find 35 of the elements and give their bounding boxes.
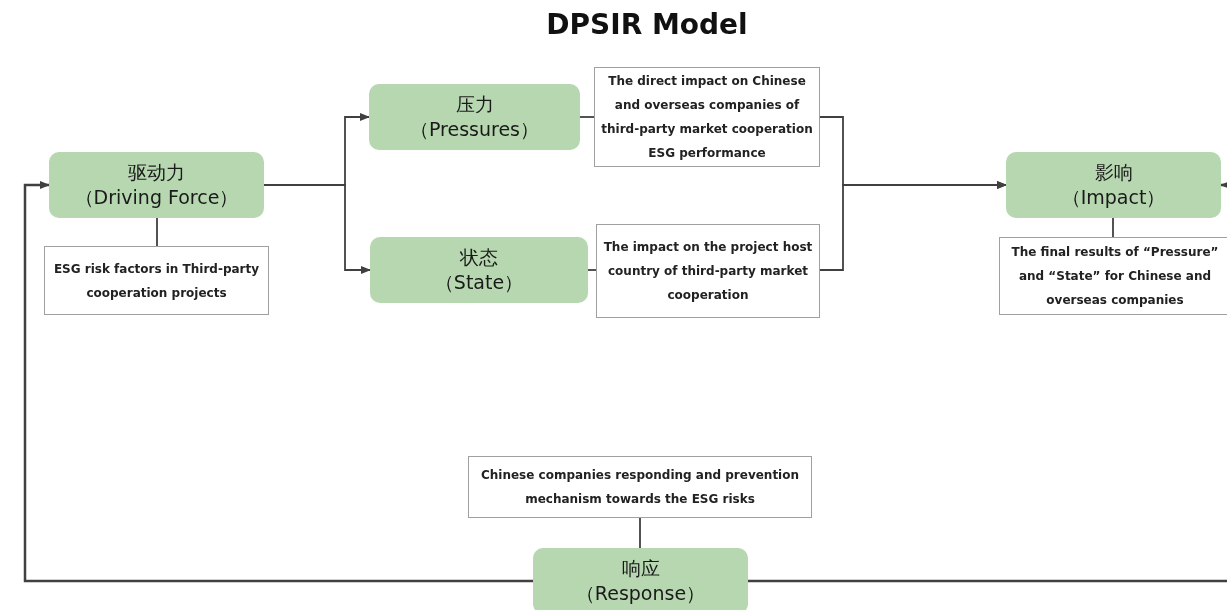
description-box [44,246,269,315]
description-text: The impact on the project host country of third-party market cooperation [603,239,813,304]
box-title: 压力 [455,92,494,117]
arrow [263,184,371,274]
box-subtitle: （Impact） [1061,185,1166,210]
box-title: 状态 [460,245,498,270]
description-box [594,67,820,167]
process-box [49,152,264,218]
description-text: The direct impact on Chinese and overseas companies of third-party market cooperation ESG performance [601,73,813,162]
connector-line [579,116,595,118]
box-title: 影响 [1094,160,1133,185]
description-text: The final results of “Pressure” and “State” for Chinese and overseas companies [1010,244,1220,309]
connector-line [587,269,597,271]
title: DPSIR Model [545,8,749,41]
description-box [999,237,1227,315]
description-box [468,456,812,518]
box-title: 响应 [621,556,660,581]
box-title: 驱动力 [128,160,185,185]
arrow [748,181,1227,583]
arrow [819,181,1007,271]
box-subtitle: （Driving Force） [74,185,239,210]
connector-line [1112,217,1114,238]
box-subtitle: （State） [434,270,524,295]
description-text: Chinese companies responding and prevention mechanism towards the ESG risks [479,467,801,508]
process-box [1006,152,1221,218]
box-subtitle: （Response） [575,581,706,606]
description-text: ESG risk factors in Third-party cooperation projects [52,260,261,302]
process-box [533,548,748,610]
process-box [370,237,588,303]
arrow [23,181,533,583]
connector-line [639,517,641,549]
process-box [369,84,580,150]
box-subtitle: （Pressures） [410,117,539,142]
description-box [596,224,820,318]
connector-line [156,217,158,247]
